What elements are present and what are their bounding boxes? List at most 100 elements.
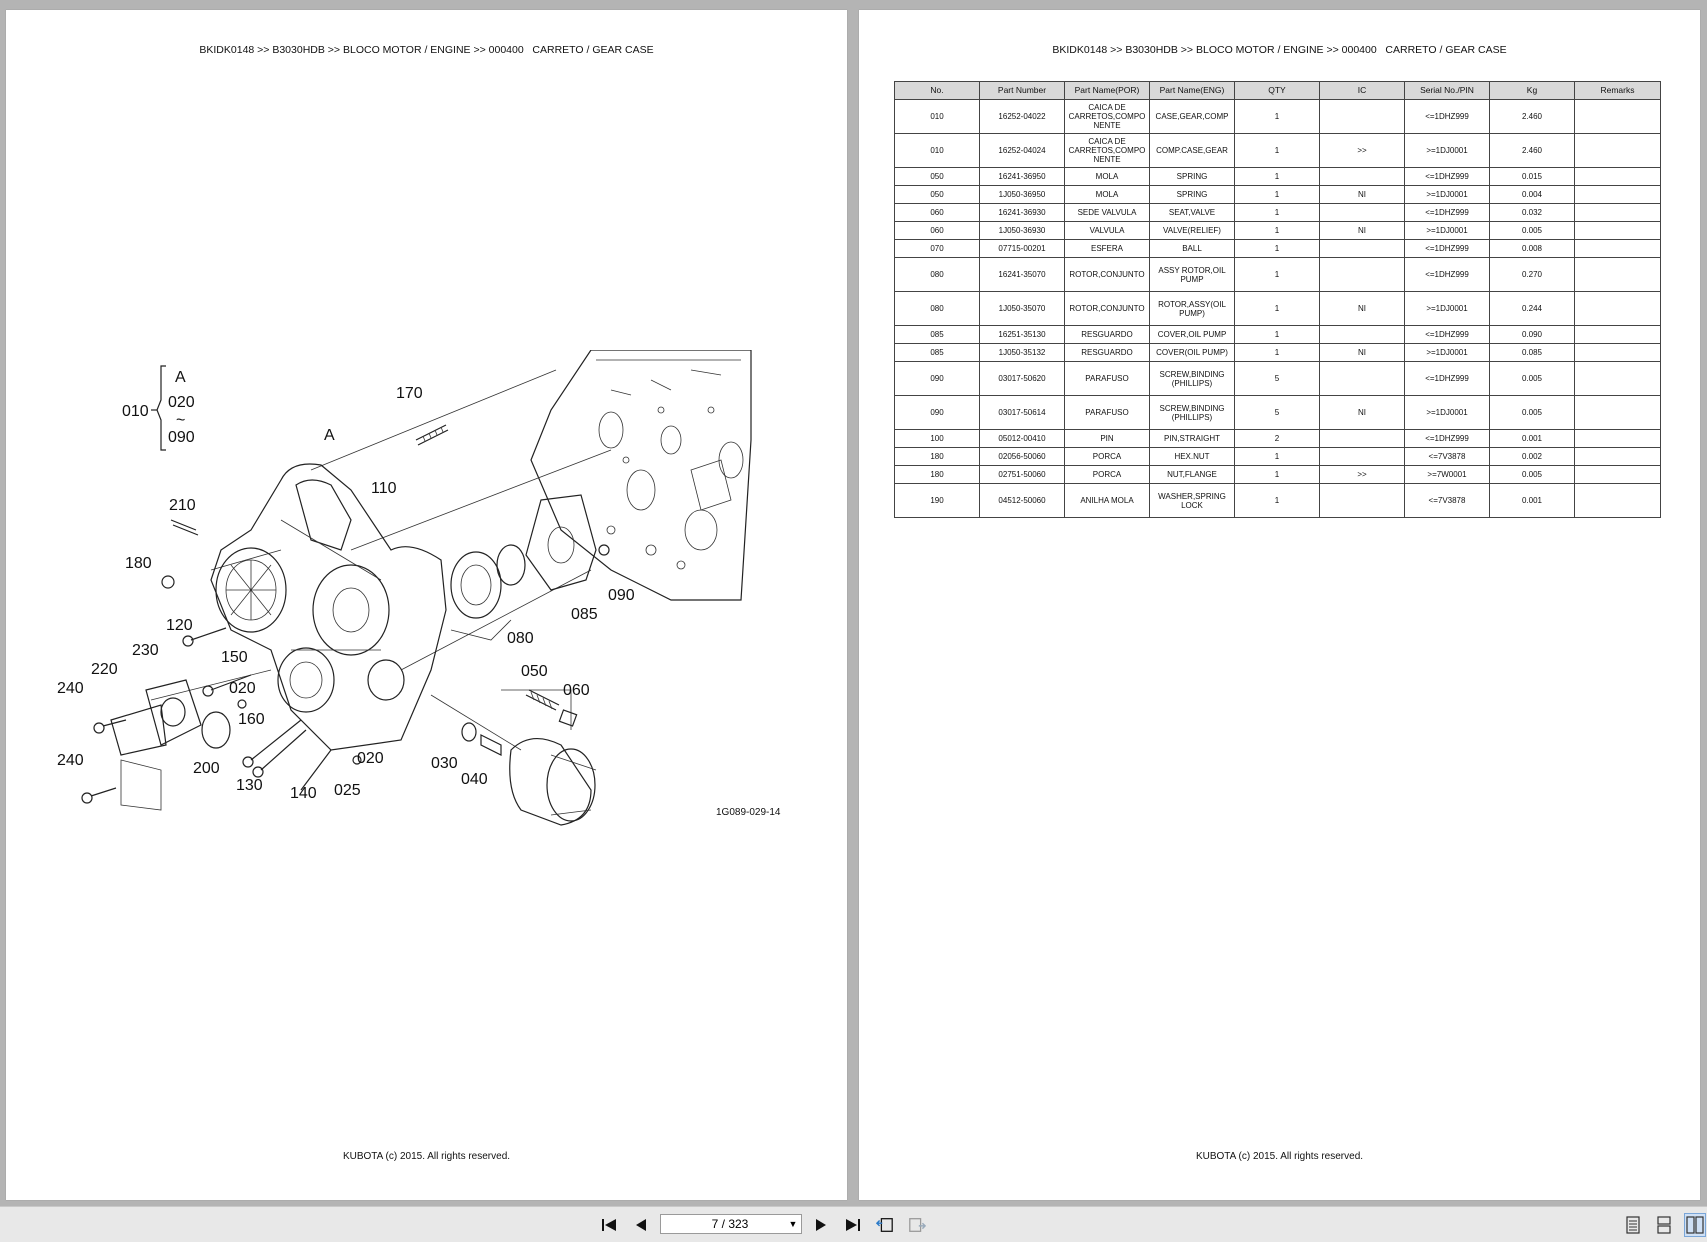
col-header-kg: Kg: [1489, 81, 1575, 100]
col-header-part-name-por: Part Name(POR): [1064, 81, 1150, 100]
cell-part-number: 1J050-36930: [979, 221, 1065, 240]
single-page-view-icon[interactable]: [1624, 1216, 1642, 1234]
cell-part-name-eng: COVER,OIL PUMP: [1149, 325, 1235, 344]
cell-part-name-eng: COMP.CASE,GEAR: [1149, 133, 1235, 168]
page-right: BKIDK0148 >> B3030HDB >> BLOCO MOTOR / E…: [859, 10, 1700, 1200]
cell-serial: >=1DJ0001: [1404, 133, 1490, 168]
cell-part-name-eng: SPRING: [1149, 167, 1235, 186]
cell-remarks: [1574, 239, 1661, 258]
cell-remarks: [1574, 167, 1661, 186]
cell-part-number: 1J050-35070: [979, 291, 1065, 326]
col-header-ic: IC: [1319, 81, 1405, 100]
cell-part-number: 07715-00201: [979, 239, 1065, 258]
cell-part-name-eng: BALL: [1149, 239, 1235, 258]
callout-050: 050: [521, 663, 548, 680]
cell-no: 090: [894, 361, 980, 396]
cell-part-name-eng: SCREW,BINDING (PHILLIPS): [1149, 361, 1235, 396]
cell-no: 010: [894, 99, 980, 134]
go-forward-view-icon[interactable]: [908, 1216, 926, 1234]
callout-090: 090: [608, 587, 635, 604]
page-number-value: 7 / 323: [711, 1217, 749, 1231]
cell-part-number: 04512-50060: [979, 483, 1065, 518]
cell-part-number: 16241-35070: [979, 257, 1065, 292]
chevron-down-icon[interactable]: ▼: [788, 1219, 798, 1229]
cell-kg: 0.002: [1489, 447, 1575, 466]
prev-page-icon[interactable]: [632, 1216, 650, 1234]
cell-serial: <=7V3878: [1404, 447, 1490, 466]
callout-240-b: 240: [57, 752, 84, 769]
cell-part-number: 16252-04022: [979, 99, 1065, 134]
cell-part-name-por: CAICA DE CARRETOS,COMPO NENTE: [1064, 133, 1150, 168]
go-back-view-icon[interactable]: [876, 1216, 894, 1234]
table-header-row: No. Part Number Part Name(POR) Part Name…: [894, 81, 1661, 100]
cell-kg: 2.460: [1489, 133, 1575, 168]
cell-remarks: [1574, 203, 1661, 222]
continuous-view-icon[interactable]: [1655, 1216, 1673, 1234]
cell-kg: 0.270: [1489, 257, 1575, 292]
callout-040: 040: [461, 771, 488, 788]
cell-no: 190: [894, 483, 980, 518]
cell-kg: 0.005: [1489, 361, 1575, 396]
cell-ic: NI: [1319, 291, 1405, 326]
cell-no: 080: [894, 257, 980, 292]
cell-qty: 5: [1234, 395, 1320, 430]
gear-case-drawing: [210, 463, 447, 751]
cell-qty: 1: [1234, 99, 1320, 134]
page-number-input[interactable]: 7 / 323 ▼: [660, 1214, 802, 1234]
cell-no: 100: [894, 429, 980, 448]
cell-qty: 1: [1234, 257, 1320, 292]
cell-ic: NI: [1319, 185, 1405, 204]
cell-remarks: [1574, 133, 1661, 168]
cell-part-name-por: PARAFUSO: [1064, 395, 1150, 430]
cell-serial: >=1DJ0001: [1404, 291, 1490, 326]
cell-qty: 1: [1234, 447, 1320, 466]
cell-qty: 1: [1234, 483, 1320, 518]
cell-kg: 0.001: [1489, 483, 1575, 518]
cell-part-name-por: MOLA: [1064, 185, 1150, 204]
cell-no: 060: [894, 203, 980, 222]
two-page-view-icon[interactable]: [1684, 1213, 1706, 1237]
page-left: BKIDK0148 >> B3030HDB >> BLOCO MOTOR / E…: [6, 10, 847, 1200]
cell-kg: 0.032: [1489, 203, 1575, 222]
cell-qty: 1: [1234, 343, 1320, 362]
cell-qty: 1: [1234, 203, 1320, 222]
col-header-part-name-eng: Part Name(ENG): [1149, 81, 1235, 100]
cell-serial: >=1DJ0001: [1404, 395, 1490, 430]
next-page-icon[interactable]: [812, 1216, 830, 1234]
col-header-serial: Serial No./PIN: [1404, 81, 1490, 100]
bracket-mid-label: 020: [168, 394, 195, 411]
cell-ic: [1319, 99, 1405, 134]
cell-qty: 1: [1234, 325, 1320, 344]
cell-remarks: [1574, 99, 1661, 134]
cell-no: 180: [894, 465, 980, 484]
callout-020-b: 020: [357, 750, 384, 767]
callout-020-a: 020: [229, 680, 256, 697]
cell-part-name-por: PARAFUSO: [1064, 361, 1150, 396]
cell-serial: <=1DHZ999: [1404, 361, 1490, 396]
page-header-right: BKIDK0148 >> B3030HDB >> BLOCO MOTOR / E…: [1052, 44, 1507, 56]
cell-qty: 1: [1234, 185, 1320, 204]
callout-085: 085: [571, 606, 598, 623]
first-page-icon[interactable]: [600, 1216, 618, 1234]
cell-ic: [1319, 483, 1405, 518]
cell-serial: <=1DHZ999: [1404, 257, 1490, 292]
cell-remarks: [1574, 325, 1661, 344]
cell-part-name-eng: COVER(OIL PUMP): [1149, 343, 1235, 362]
cell-qty: 2: [1234, 429, 1320, 448]
cell-part-name-eng: VALVE(RELIEF): [1149, 221, 1235, 240]
cell-part-name-eng: SCREW,BINDING (PHILLIPS): [1149, 395, 1235, 430]
bracket-ref-label: 010: [122, 403, 149, 420]
cell-ic: NI: [1319, 343, 1405, 362]
last-page-icon[interactable]: [844, 1216, 862, 1234]
cell-remarks: [1574, 257, 1661, 292]
cell-ic: NI: [1319, 221, 1405, 240]
callout-200: 200: [193, 760, 220, 777]
cell-serial: >=1DJ0001: [1404, 185, 1490, 204]
